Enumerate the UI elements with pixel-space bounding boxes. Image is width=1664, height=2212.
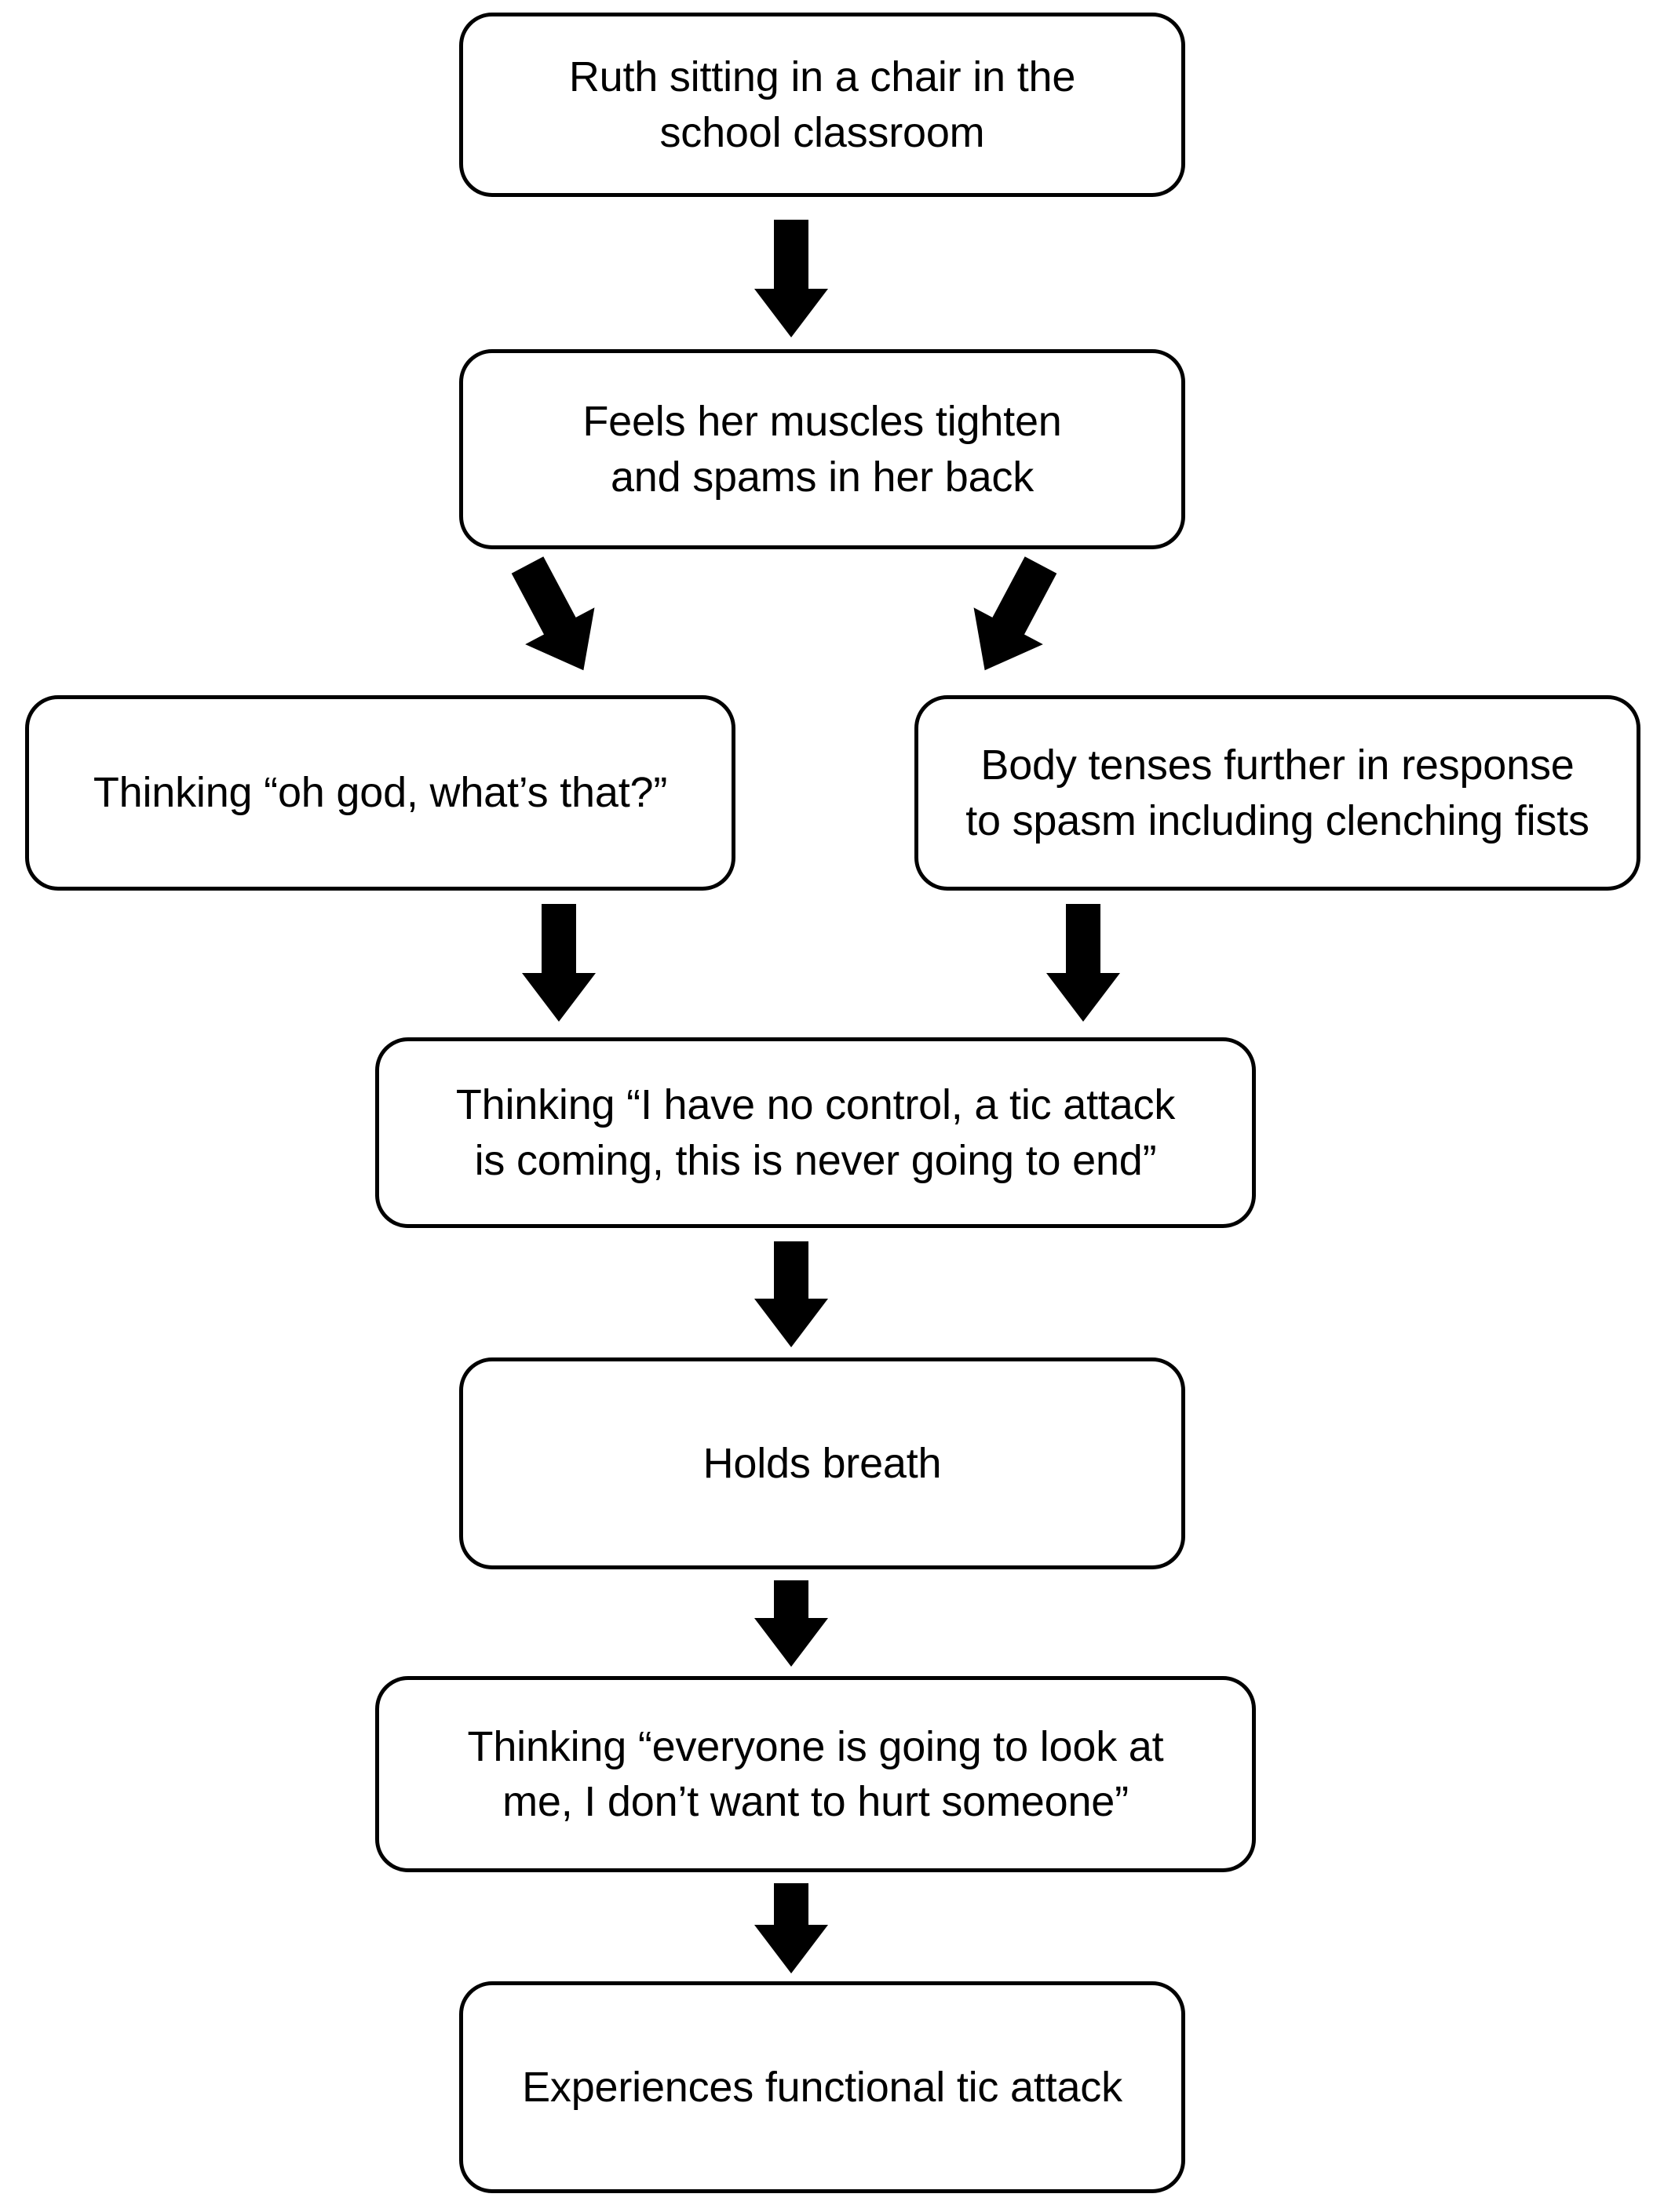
flow-node-thought-no-control: Thinking “I have no control, a tic attac… xyxy=(375,1037,1256,1228)
arrow-body-tenses-to-no-control-icon xyxy=(1046,904,1120,1022)
flow-node-holds-breath: Holds breath xyxy=(459,1357,1185,1569)
flow-node-label: Thinking “I have no control, a tic attac… xyxy=(455,1081,1176,1184)
flow-node-label: Body tenses further in response to spasm… xyxy=(965,742,1589,844)
arrow-situation-to-sensation-icon xyxy=(754,220,828,337)
flow-node-label: Feels her muscles tighten and spams in h… xyxy=(582,398,1062,501)
arrow-everyone-to-tic-attack-icon xyxy=(754,1883,828,1973)
flow-node-label: Thinking “oh god, what’s that?” xyxy=(93,769,668,817)
flow-node-situation: Ruth sitting in a chair in the school cl… xyxy=(459,13,1185,197)
flow-node-label: Holds breath xyxy=(702,1439,942,1487)
flow-node-sensation: Feels her muscles tighten and spams in h… xyxy=(459,349,1185,549)
flow-node-body-tenses: Body tenses further in response to spasm… xyxy=(914,695,1640,891)
flow-node-thought-oh-god: Thinking “oh god, what’s that?” xyxy=(25,695,735,891)
arrow-holds-breath-to-everyone-icon xyxy=(754,1580,828,1667)
arrow-no-control-to-holds-breath-icon xyxy=(754,1241,828,1347)
arrow-sensation-to-body-tenses-icon xyxy=(950,547,1075,689)
flow-node-functional-tic-attack: Experiences functional tic attack xyxy=(459,1981,1185,2193)
arrow-thought-one-to-no-control-icon xyxy=(522,904,596,1022)
flow-node-label: Experiences functional tic attack xyxy=(522,2063,1122,2111)
flow-node-label: Ruth sitting in a chair in the school cl… xyxy=(568,53,1076,156)
flow-node-label: Thinking “everyone is going to look at m… xyxy=(467,1722,1164,1825)
arrow-sensation-to-thought-one-icon xyxy=(493,547,619,689)
flow-node-thought-everyone-looking: Thinking “everyone is going to look at m… xyxy=(375,1676,1256,1872)
